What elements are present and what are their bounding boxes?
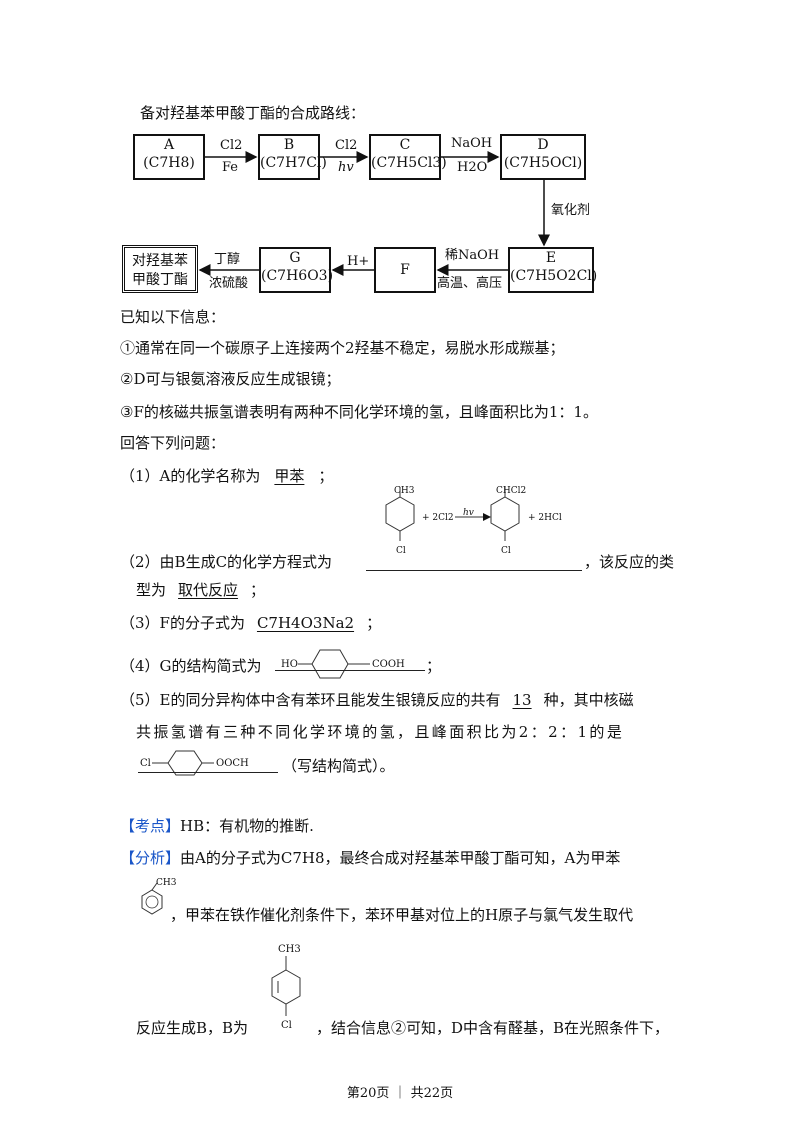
- info-2: ②D可与银氨溶液反应生成银镜；: [120, 370, 341, 388]
- box-c: C(C7H5Cl3): [369, 134, 447, 180]
- fenxi-line1: 【分析】由A的分子式为C7H8，最终合成对羟基苯甲酸丁酯可知，A为甲苯: [120, 849, 621, 867]
- box-b: B(C7H7Cl): [258, 134, 327, 180]
- cd-top-label: NaOH: [451, 136, 493, 151]
- q2-line2: 型为取代反应；: [136, 581, 266, 599]
- questions-title: 回答下列问题：: [120, 434, 226, 452]
- q2-suffix: ，该反应的类: [584, 553, 675, 571]
- page-footer: 第20页 ｜ 共22页: [346, 1086, 454, 1101]
- bc-top-label: Cl2: [335, 138, 358, 153]
- q4-prefix: （4）G的结构简式为: [120, 657, 262, 675]
- info-1: ①通常在同一个碳原子上连接两个2羟基不稳定，易脱水形成羰基；: [120, 339, 565, 357]
- box-e: E(C7H5O2Cl): [508, 247, 597, 293]
- fg-top-label: H+: [347, 254, 370, 269]
- bc-bottom-label: hv: [338, 160, 354, 175]
- ef-bottom-label: 高温、高压: [437, 276, 503, 291]
- q2-prefix: （2）由B生成C的化学方程式为: [120, 553, 333, 571]
- g-bottom-label: 浓硫酸: [209, 276, 249, 291]
- ab-top-label: Cl2: [220, 138, 243, 153]
- q1-answer: 甲苯: [274, 467, 305, 485]
- fenxi-line3-suffix: ，结合信息②可知，D中含有醛基，B在光照条件下，: [316, 1019, 670, 1037]
- q5-line3-suffix: （写结构简式）。: [282, 757, 395, 775]
- fenxi-line3-prefix: 反应生成B，B为: [136, 1019, 249, 1037]
- known-title: 已知以下信息：: [120, 308, 226, 326]
- q5-count: 13: [512, 691, 532, 709]
- q1: （1）A的化学名称为甲苯；: [120, 467, 334, 485]
- q2-answer-line: [366, 570, 582, 571]
- fenxi-tag: 【分析】: [120, 849, 181, 867]
- box-a: A(C7H8): [133, 134, 205, 180]
- q2-equation-drawing: [385, 487, 520, 541]
- q4-ring: [298, 649, 370, 679]
- fenxi-line2: ，甲苯在铁作催化剂条件下，苯环甲基对位上的H原子与氯气发生取代: [170, 906, 634, 924]
- intro-text: 备对羟基苯甲酸丁酯的合成路线：: [140, 104, 366, 122]
- ef-top-label: 稀NaOH: [445, 248, 500, 263]
- info-3: ③F的核磁共振氢谱表明有两种不同化学环境的氢，且峰面积比为1：1。: [120, 403, 598, 421]
- q2-answer: 取代反应: [178, 581, 239, 599]
- cd-bottom-label: H2O: [457, 160, 488, 175]
- q3-answer: C7H4O3Na2: [256, 614, 355, 632]
- toluene-ring: [141, 882, 163, 915]
- kaodian: 【考点】HB：有机物的推断.: [120, 817, 314, 835]
- box-d: D(C7H5OCl): [500, 134, 586, 180]
- q5-ring: [152, 750, 214, 776]
- box-f: F: [374, 247, 436, 293]
- kaodian-tag: 【考点】: [120, 817, 181, 835]
- q4-suffix: ；: [426, 657, 442, 675]
- q5-line2: 共振氢谱有三种不同化学环境的氢，且峰面积比为2：2：1的是: [136, 723, 625, 741]
- de-label: 氧化剂: [551, 203, 591, 218]
- route-arrows: [198, 151, 550, 276]
- box-final: 对羟基苯甲酸丁酯: [122, 245, 198, 293]
- q4-answer-line: [275, 670, 425, 671]
- ab-bottom-label: Fe: [222, 160, 239, 175]
- b-ring: [271, 956, 301, 1016]
- g-top-label: 丁醇: [214, 252, 241, 267]
- q5-answer-line: [138, 772, 278, 773]
- box-g: G(C7H6O3): [259, 247, 333, 293]
